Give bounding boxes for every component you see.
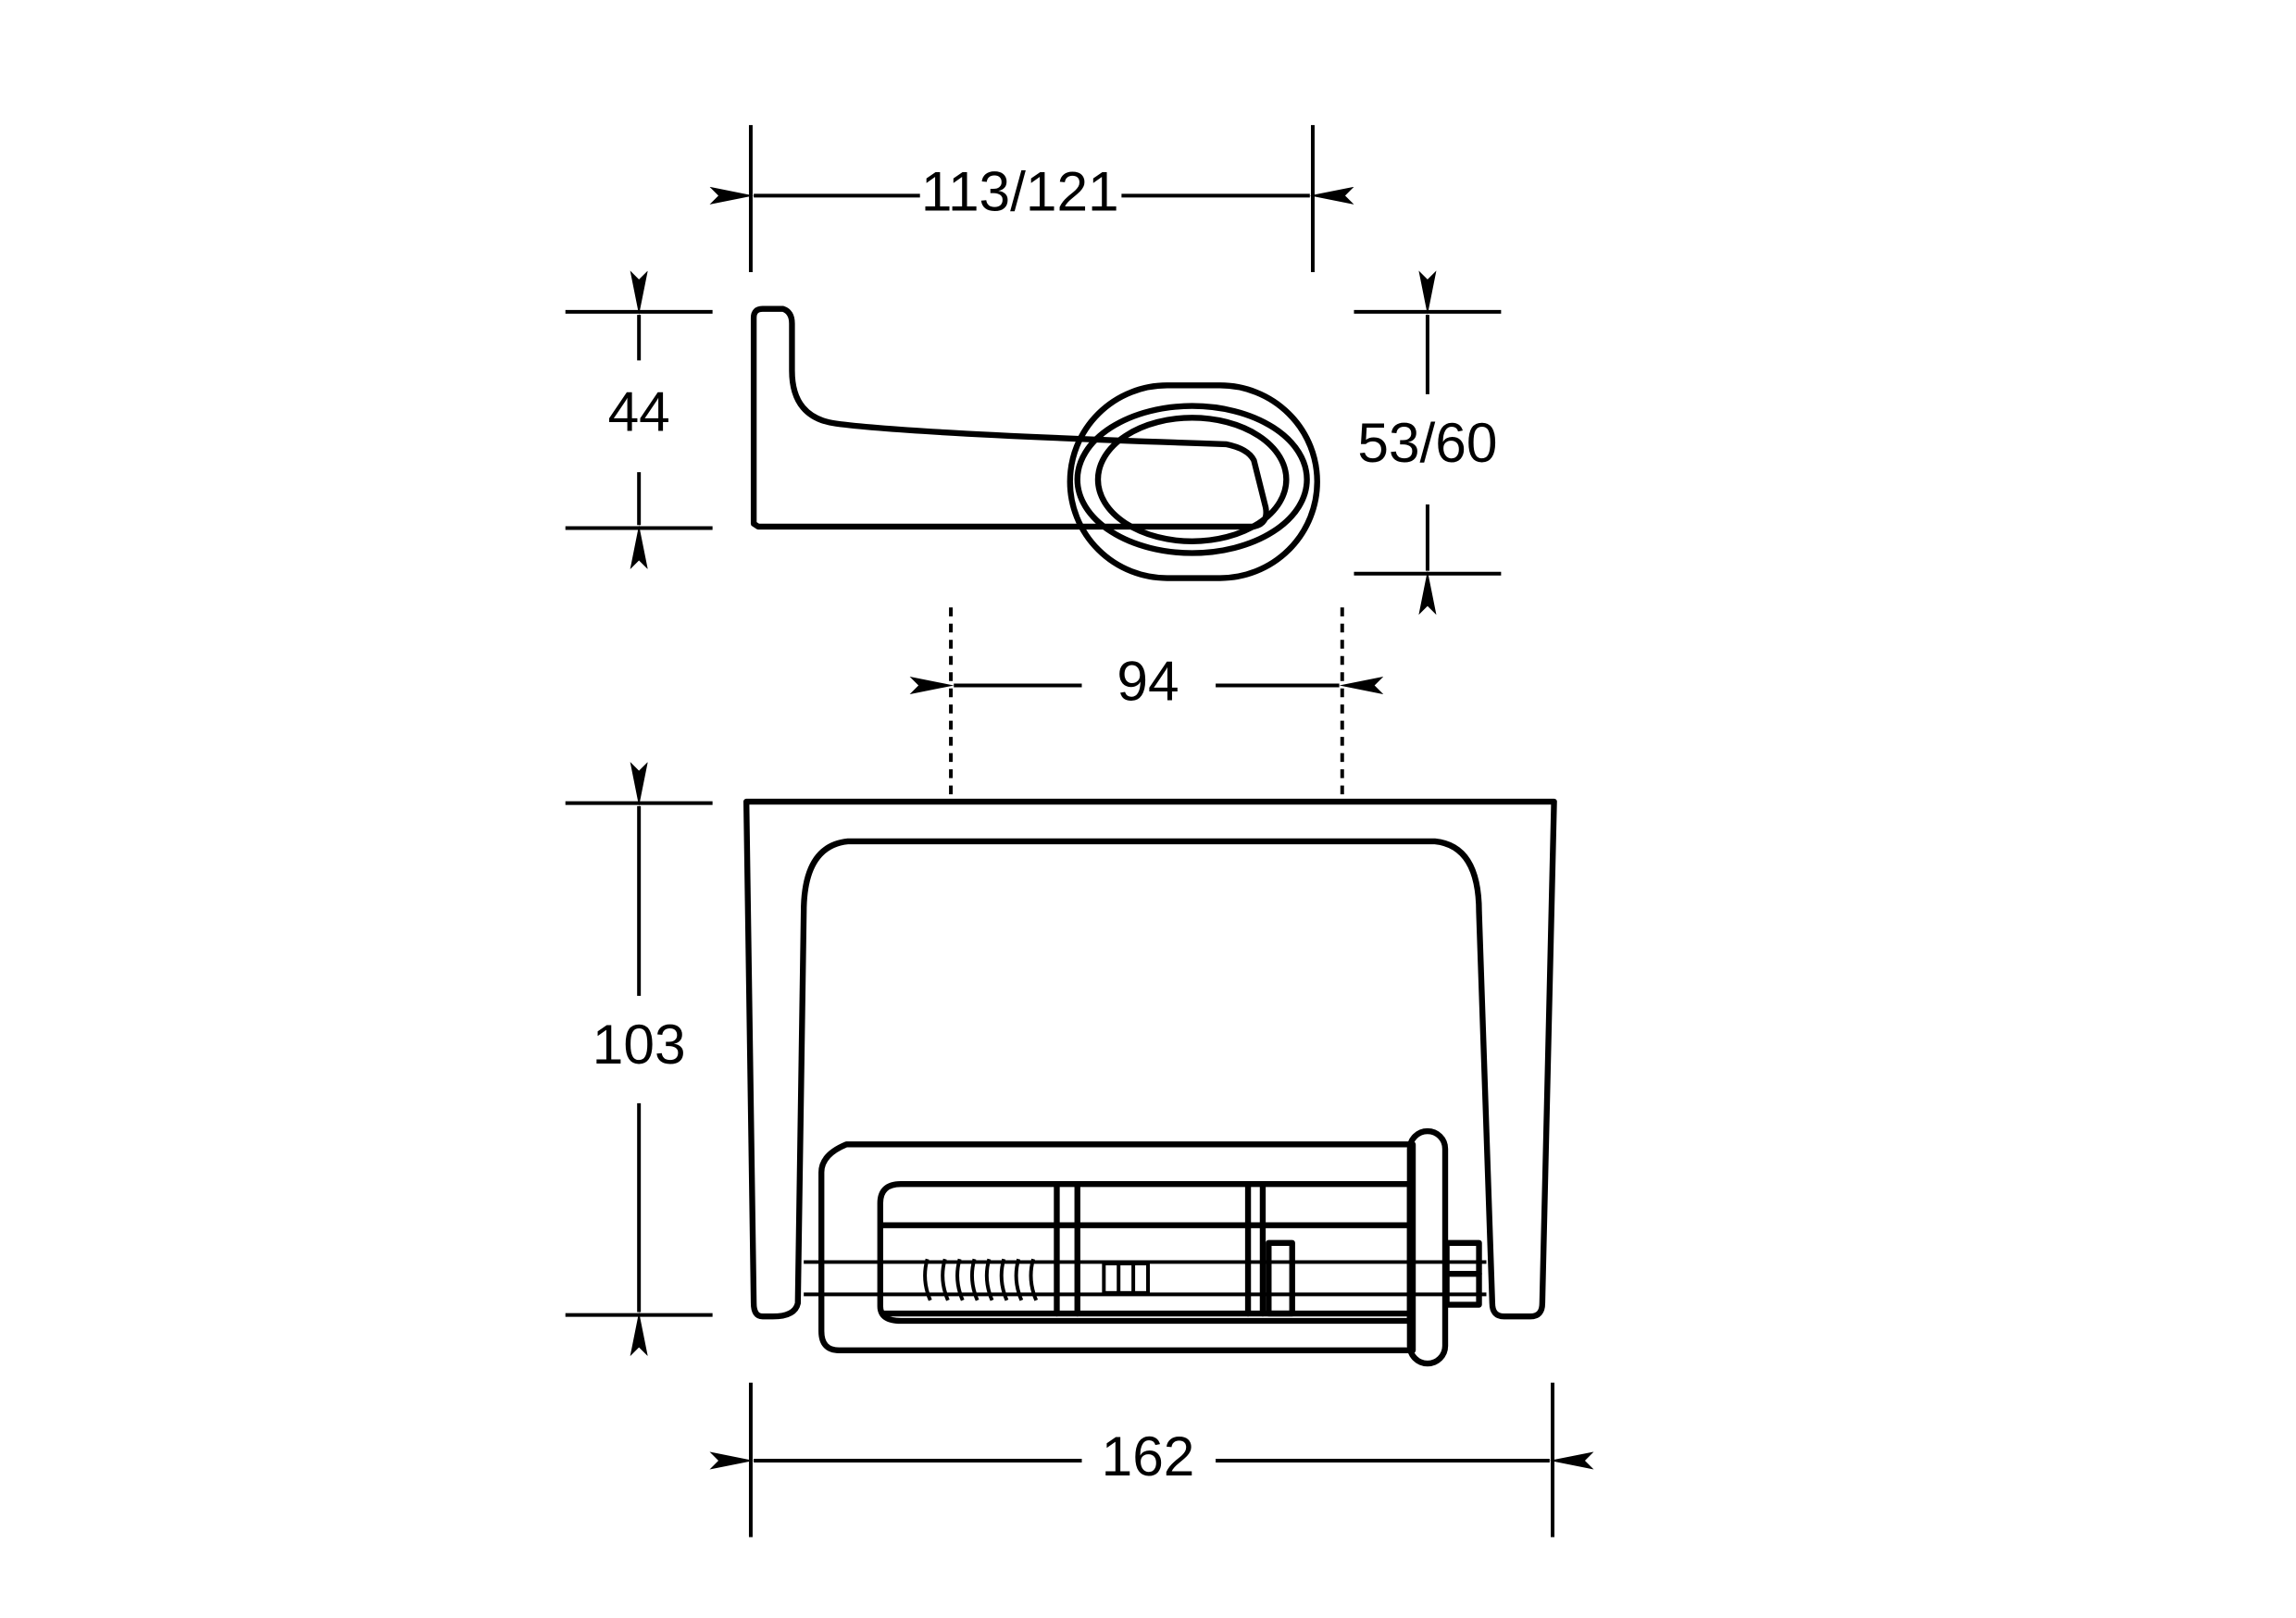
dimension-label: 53/60 [1357,411,1497,474]
dimension-label: 44 [608,380,670,443]
spring-icon [923,1258,1039,1301]
dimension-mount-spacing: 94 [909,607,1384,803]
dimension-front-width: 162 [709,1382,1594,1537]
dimension-label: 162 [1102,1425,1195,1487]
dimension-front-height: 103 [565,762,713,1357]
dimension-top-height-left: 44 [565,270,713,569]
front-view-holder [743,798,1557,1367]
dimension-label: 103 [593,1013,686,1076]
dimension-label: 94 [1117,649,1179,712]
top-view-holder [750,305,1320,581]
dimension-top-height-right: 53/60 [1354,270,1502,616]
dimension-label: 113/121 [921,159,1119,222]
dimension-top-width: 113/121 [709,125,1354,272]
